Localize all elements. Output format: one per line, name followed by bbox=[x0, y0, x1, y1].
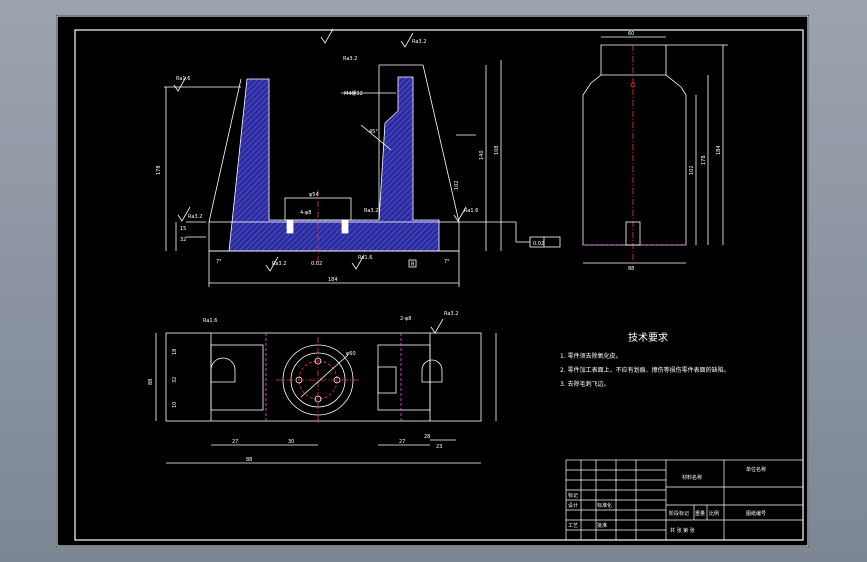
sheet-info: 共 张 第 张 bbox=[670, 527, 695, 534]
bolt-circle-label: φ60 bbox=[346, 351, 356, 357]
tolerance-value: 0.02 bbox=[533, 241, 544, 247]
tech-req-3: 3. 去除毛刺飞边。 bbox=[560, 380, 610, 388]
hole-label: 2-φ8 bbox=[400, 316, 411, 322]
unit-label: 单位名称 bbox=[746, 466, 766, 473]
top-total-height: 88 bbox=[148, 379, 154, 385]
tech-req-2: 2. 零件加工表面上，不应有划痕、擦伤等损伤零件表面的缺陷。 bbox=[560, 366, 730, 374]
top-roughness-label: Ra3.2 bbox=[412, 39, 426, 45]
angle-note: 45° bbox=[369, 129, 378, 135]
roughness-label-3: Ra3.2 bbox=[188, 214, 202, 220]
approve-label: 批准 bbox=[597, 522, 607, 529]
drawing-sheet: Ra1.6 Ra3.2 Ra3.2 M4螺12 45° 178 140 108 … bbox=[56, 15, 809, 547]
angle-right: 7° bbox=[444, 259, 450, 265]
tech-req-1: 1. 零件须去除氧化皮。 bbox=[560, 352, 622, 360]
top-w5: 23 bbox=[436, 444, 442, 450]
side-bottom-width: 88 bbox=[628, 266, 634, 272]
inner-frame bbox=[74, 29, 804, 541]
top-w1: 27 bbox=[232, 439, 238, 445]
top-roughness: Ra1.6 bbox=[203, 318, 217, 324]
scale-label: 比例 bbox=[709, 510, 719, 517]
top-view bbox=[155, 318, 497, 464]
top-w2: 30 bbox=[288, 439, 294, 445]
side-top-width: 60 bbox=[628, 31, 634, 37]
side-view bbox=[582, 36, 728, 264]
datum-label: B bbox=[411, 262, 415, 268]
weight-label: 重量 bbox=[695, 510, 705, 517]
top-w4: 27 bbox=[399, 439, 405, 445]
bore-label: φ54 bbox=[309, 192, 319, 198]
material-label: 材料名称 bbox=[682, 474, 702, 481]
height-right-1: 140 bbox=[479, 150, 485, 160]
standardization-label: 标准化 bbox=[597, 502, 612, 509]
height-left: 178 bbox=[156, 165, 162, 175]
thread-note: M4螺12 bbox=[344, 90, 363, 97]
base-height-2: 15 bbox=[180, 226, 186, 232]
stage-label: 阶段标记 bbox=[669, 510, 689, 517]
roughness-label-6: Ra3.2 bbox=[272, 261, 286, 267]
drawing-no-label: 图纸编号 bbox=[746, 510, 766, 517]
top-w3: 88 bbox=[246, 457, 252, 463]
front-overall-width: 184 bbox=[328, 277, 338, 283]
process-label: 工艺 bbox=[568, 523, 578, 529]
flatness-note: 0.02 bbox=[311, 261, 322, 267]
side-height-3: 102 bbox=[689, 165, 695, 175]
top-w6: 28 bbox=[424, 434, 430, 440]
engineering-drawing: Ra1.6 Ra3.2 Ra3.2 M4螺12 45° 178 140 108 … bbox=[56, 15, 809, 547]
top-h1: 18 bbox=[172, 349, 178, 355]
front-section-hatch bbox=[228, 76, 440, 252]
side-height-1: 184 bbox=[716, 145, 722, 155]
roughness-label-1: Ra1.6 bbox=[176, 76, 190, 82]
design-label: 设计 bbox=[568, 502, 578, 509]
slot-label: 4-φ8 bbox=[300, 210, 311, 216]
height-inner: 102 bbox=[454, 180, 460, 190]
roughness-label-2: Ra3.2 bbox=[343, 56, 357, 62]
roughness-label-7: Ra1.6 bbox=[358, 255, 372, 261]
top-h3: 10 bbox=[172, 402, 178, 408]
tech-req-title: 技术要求 bbox=[628, 331, 668, 344]
top-h2: 32 bbox=[172, 377, 178, 383]
mark-label: 标记 bbox=[568, 492, 578, 499]
top-side-roughness: Ra3.2 bbox=[444, 311, 458, 317]
base-height-1: 32 bbox=[180, 237, 186, 243]
roughness-label-4: Ra3.2 bbox=[364, 208, 378, 214]
side-height-2: 178 bbox=[701, 155, 707, 165]
height-right-2: 108 bbox=[494, 145, 500, 155]
front-view bbox=[164, 28, 561, 287]
outer-frame bbox=[56, 15, 809, 547]
angle-left: 7° bbox=[216, 259, 222, 265]
title-block bbox=[565, 459, 804, 541]
top-outline bbox=[165, 332, 482, 422]
roughness-label-5: Ra1.6 bbox=[464, 208, 478, 214]
